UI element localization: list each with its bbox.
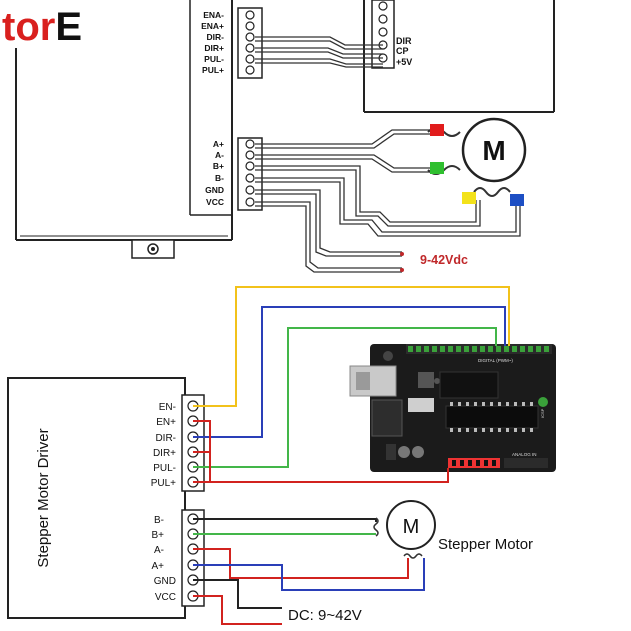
driver-pin-label: EN+: [156, 417, 176, 428]
top-pin-label: GND: [205, 185, 224, 195]
logo-part-1: tor: [2, 5, 55, 49]
board-icsp-label: ICSP: [540, 408, 545, 418]
controller-pin-label: +5V: [396, 57, 412, 67]
top-motor-wires: [255, 129, 521, 273]
bottom-signal-wires: [193, 286, 510, 483]
top-pin-label: PUL-: [204, 54, 224, 64]
green-connector: [430, 162, 444, 174]
yellow-connector: [462, 192, 476, 204]
top-pin-label: ENA+: [201, 21, 224, 31]
top-pin-label: DIR+: [204, 43, 224, 53]
logo-part-2: E: [55, 5, 82, 49]
svg-text:torE: torE: [2, 5, 82, 49]
top-pin-label: ENA-: [203, 10, 224, 20]
driver-pin-label: DIR-: [155, 433, 176, 444]
top-motor-label: M: [482, 135, 505, 166]
red-connector: [430, 124, 444, 136]
board-analog-label: ANALOG IN: [512, 452, 537, 457]
controller-pin-label: DIR: [396, 36, 412, 46]
top-pin-label: B+: [213, 161, 224, 171]
top-power-label: 9-42Vdc: [420, 253, 468, 267]
controller-pin-label: CP: [396, 46, 409, 56]
top-driver-body: [15, 0, 233, 259]
top-terminal-block-1: [237, 7, 263, 79]
motor-caption: Stepper Motor: [438, 536, 533, 553]
top-terminal-block-2: [237, 137, 263, 211]
driver-pin-label: GND: [154, 576, 176, 587]
top-pin-label: A+: [213, 139, 224, 149]
chip-icon: [445, 405, 539, 429]
arduino-board: DIGITAL (PWM~) ANALOG IN ICSP: [349, 344, 556, 472]
bottom-motor-label: M: [403, 516, 420, 538]
bottom-power-label: DC: 9~42V: [288, 607, 362, 624]
top-pin-label: VCC: [206, 197, 224, 207]
driver-pin-label: PUL-: [153, 463, 176, 474]
driver-pin-label: B+: [151, 530, 164, 541]
blue-connector: [510, 194, 524, 206]
driver-title: Stepper Motor Driver: [35, 428, 52, 567]
driver-pin-label: A-: [154, 545, 164, 556]
driver-pin-label: EN-: [159, 402, 176, 413]
top-pin-label: PUL+: [202, 65, 224, 75]
top-signal-wires: [255, 36, 383, 68]
bottom-terminal-block-2: [181, 509, 205, 607]
power-header: [448, 458, 500, 468]
driver-pin-label: B-: [154, 515, 164, 526]
top-controller-box: [363, 0, 555, 113]
top-pin-label: DIR-: [207, 32, 225, 42]
bottom-motor: M: [373, 500, 436, 559]
bottom-motor-wires: [193, 518, 425, 625]
bottom-terminal-block-1: [181, 394, 205, 492]
bottom-driver-body: [7, 377, 186, 619]
top-motor: M: [427, 117, 527, 197]
driver-pin-label: DIR+: [153, 448, 176, 459]
driver-pin-label: VCC: [155, 592, 176, 603]
top-pin-label: B-: [215, 173, 224, 183]
board-digital-label: DIGITAL (PWM~): [478, 358, 513, 363]
driver-pin-label: PUL+: [151, 478, 176, 489]
driver-pin-label: A+: [151, 561, 164, 572]
top-pin-label: A-: [215, 150, 224, 160]
logo: torE: [0, 0, 122, 49]
